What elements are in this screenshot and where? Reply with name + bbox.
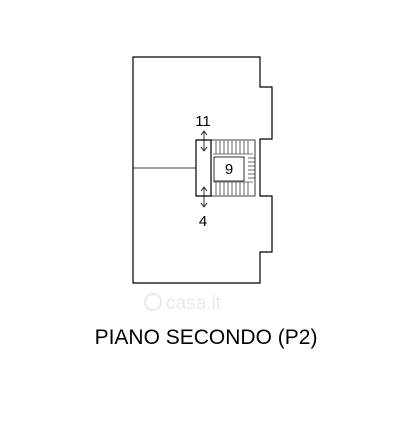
stair-treads-lower <box>213 181 253 195</box>
watermark-logo: casa.it <box>144 293 222 314</box>
stair-treads-upper <box>213 141 253 155</box>
floor-caption: PIANO SECONDO (P2) <box>95 326 318 349</box>
down-arrow-icon <box>200 186 208 208</box>
stairwell-frame <box>211 139 256 197</box>
stair-number-label: 9 <box>225 161 233 178</box>
up-arrow-icon <box>200 130 208 152</box>
svg-text:casa.it: casa.it <box>166 293 222 314</box>
building-outline <box>132 56 273 284</box>
stair-number-box <box>213 156 245 182</box>
up-level-label: 11 <box>195 113 211 130</box>
stair-landing <box>248 157 255 179</box>
down-level-label: 4 <box>199 213 207 230</box>
